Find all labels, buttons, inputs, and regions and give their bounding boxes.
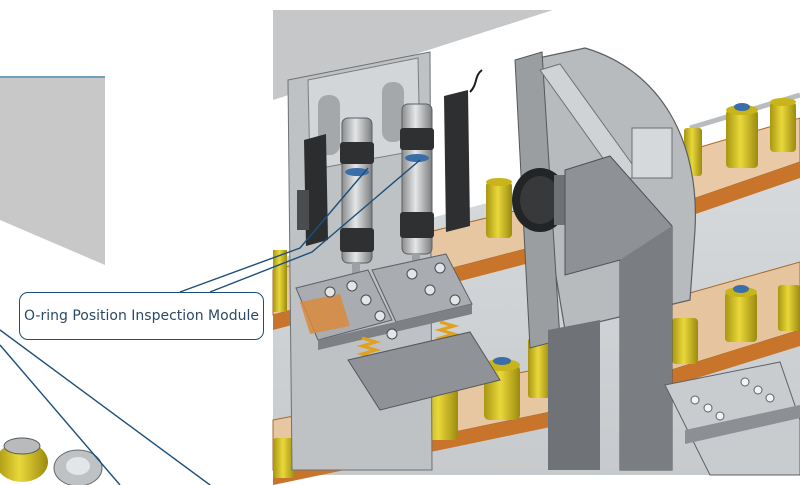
left-sensor-bracket [297, 190, 309, 230]
callout-label: O-ring Position Inspection Module [24, 308, 259, 324]
side-part-rendering [0, 437, 103, 485]
right-conveyor-rail [665, 330, 800, 388]
background-panel [0, 78, 105, 265]
plate-bolts [324, 262, 461, 340]
lower-support-plate [347, 331, 501, 411]
chute-holes [690, 377, 775, 421]
right-actuator [631, 127, 673, 179]
plate-front-edge [318, 304, 472, 350]
callout-box: O-ring Position Inspection Module [19, 292, 264, 340]
chute-rail [685, 405, 800, 444]
output-chute [664, 361, 800, 476]
left-linear-guide [304, 134, 328, 246]
frame-slot-right [382, 82, 404, 142]
leader-lines [0, 159, 421, 485]
sensor-cable [469, 69, 483, 93]
right-linear-guide [444, 90, 470, 232]
column-base [548, 320, 600, 470]
right-parts [672, 285, 800, 364]
pneumatic-cylinder-icon [400, 103, 434, 278]
column-face [620, 226, 672, 470]
orange-pad [300, 294, 350, 334]
back-conveyor-rail [690, 162, 800, 216]
